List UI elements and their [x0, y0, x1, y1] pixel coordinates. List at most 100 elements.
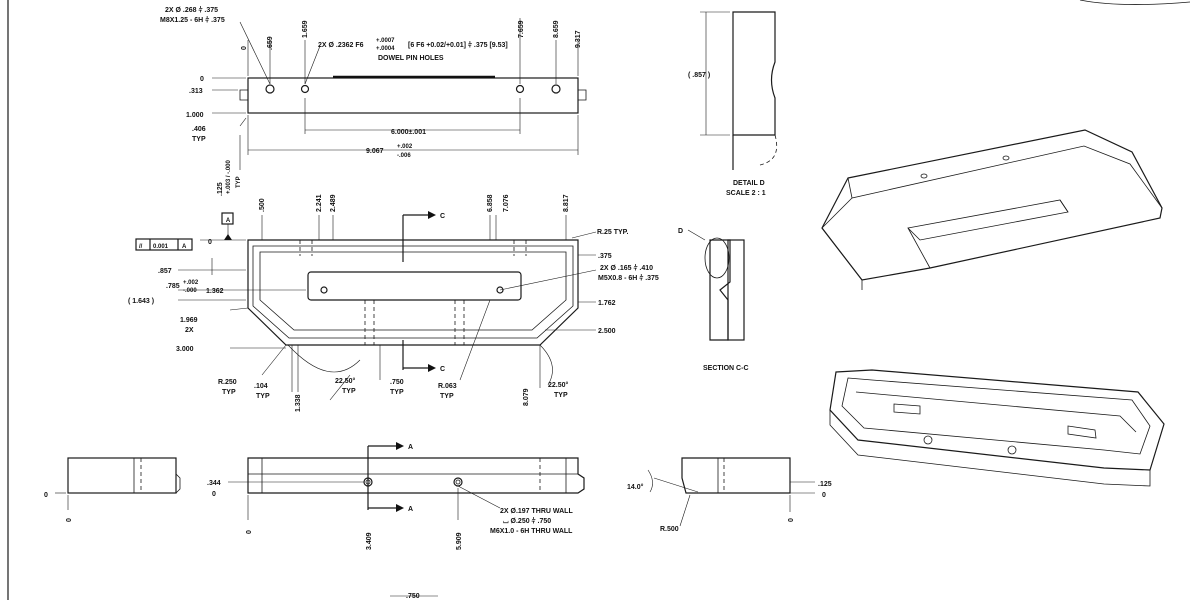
bottom-left-view — [55, 457, 181, 510]
tapped-hole-left — [265, 84, 275, 94]
top-ord-1659: 1.659 — [302, 20, 309, 38]
detail-d — [700, 11, 778, 170]
top-view — [212, 18, 587, 170]
note-dowel-1: 2X Ø .2362 F6 — [318, 42, 364, 49]
section-c-bottom: C — [440, 366, 445, 373]
dim-1969: 1.969 — [180, 317, 198, 324]
note-holes-2: M5X0.8 - 6H ⫩ .375 — [598, 274, 659, 282]
dim-r250-typ: TYP — [222, 389, 236, 396]
bl-zero-x: 0 — [66, 518, 73, 522]
dim-1762: 1.762 — [598, 300, 616, 307]
top-ord-7659: 7.659 — [518, 20, 525, 38]
dim-9067: 9.067 — [366, 148, 384, 155]
dim-785-tol-hi: +.002 — [183, 280, 199, 286]
side-angle: 14.0° — [627, 483, 644, 491]
front-ord-500: .500 — [259, 198, 266, 212]
dim-2x: 2X — [185, 327, 194, 334]
note-holes-1: 2X Ø .165 ⫩ .410 — [600, 264, 653, 272]
dim-r063: R.063 — [438, 383, 457, 390]
top-ord-y-0: 0 — [200, 76, 204, 83]
dim-2250-b-typ: TYP — [554, 392, 568, 399]
detail-d-title: DETAIL D — [733, 180, 765, 187]
thru-hole-right — [453, 477, 463, 487]
bl-zero-y: 0 — [44, 492, 48, 499]
dim-8079: 8.079 — [523, 388, 530, 406]
dim-2250-a-typ: TYP — [342, 388, 356, 395]
dim-r25-typ: R.25 TYP. — [597, 229, 628, 236]
dim-125-typ: TYP — [236, 176, 242, 188]
top-ord-9317: 9.317 — [575, 30, 582, 48]
note-thru-2: ⌴ Ø.250 ⫩ .750 — [503, 517, 551, 525]
front-view-outline — [247, 239, 579, 346]
fcf-frame — [135, 238, 193, 251]
note-dowel-label: DOWEL PIN HOLES — [378, 55, 444, 62]
top-ord-y-typ: TYP — [192, 136, 206, 143]
dim-857: .857 — [158, 268, 172, 275]
note-tapped-2: M8X1.25 - 6H ⫩ .375 — [160, 16, 225, 24]
side-zero-y: 0 — [822, 492, 826, 499]
top-ord-8659: 8.659 — [553, 20, 560, 38]
dim-3000: 3.000 — [176, 346, 194, 353]
dim-785: .785 — [166, 283, 180, 290]
side-radius: R.500 — [660, 526, 679, 533]
front-view — [135, 211, 597, 401]
top-ord-659: .659 — [267, 36, 274, 50]
detail-d-scale: SCALE 2 : 1 — [726, 190, 766, 197]
dim-3409: 3.409 — [366, 532, 373, 550]
fcf-datum: A — [182, 244, 187, 250]
dim-5909: 5.909 — [456, 532, 463, 550]
front-hole-right — [496, 286, 504, 294]
section-cc-title: SECTION C-C — [703, 365, 749, 372]
note-dowel-tol-lo: +.0004 — [376, 46, 395, 52]
isometric-view-bottom — [829, 369, 1165, 487]
section-a-top: A — [408, 444, 413, 451]
dowel-hole-right — [515, 84, 525, 94]
dim-9067-tol-lo: -.006 — [397, 153, 411, 159]
bottom-view — [228, 442, 585, 520]
dim-125-tol: +.003 / -.000 — [226, 159, 232, 194]
note-dowel-metric: [6 F6 +0.02/+0.01] ⫩ .375 [9.53] — [408, 41, 508, 49]
front-hole-left — [320, 286, 328, 294]
dim-bottom-750: .750 — [406, 593, 420, 600]
dim-104-typ: TYP — [256, 393, 270, 400]
title-block-corner — [1079, 0, 1191, 5]
front-ord-6858: 6.858 — [487, 194, 494, 212]
dim-750: .750 — [390, 379, 404, 386]
top-ord-y-1000: 1.000 — [186, 112, 204, 119]
dim-1362: 1.362 — [206, 288, 224, 295]
bv-zero-y: 0 — [212, 491, 216, 498]
dim-344: .344 — [207, 480, 221, 487]
dim-2250-b: 22.50° — [548, 381, 569, 389]
section-cc — [687, 229, 745, 341]
dim-375: .375 — [598, 253, 612, 260]
section-a-bottom: A — [408, 506, 413, 513]
isometric-view-top — [821, 129, 1163, 290]
front-ord-zero: 0 — [208, 239, 212, 246]
fcf-value: 0.001 — [153, 244, 169, 250]
dim-750-typ: TYP — [390, 389, 404, 396]
top-ord-0: 0 — [241, 46, 248, 50]
dowel-hole-left — [300, 84, 310, 94]
fcf-parallel: // — [139, 244, 143, 250]
dim-r250: R.250 — [218, 379, 237, 386]
dim-6000: 6.000±.001 — [391, 129, 426, 136]
dim-9067-tol-hi: +.002 — [397, 144, 413, 150]
dim-r063-typ: TYP — [440, 393, 454, 400]
section-c-top: C — [440, 213, 445, 220]
note-thru-3: M6X1.0 - 6H THRU WALL — [490, 528, 573, 535]
detail-d-section — [732, 11, 776, 136]
datum-a-box — [221, 212, 234, 225]
note-dowel-tol-hi: +.0007 — [376, 38, 395, 44]
note-tapped-1: 2X Ø .268 ⫩ .375 — [165, 6, 218, 14]
front-ord-8817: 8.817 — [563, 194, 570, 212]
detail-d-dim-857: ( .857 ) — [688, 72, 710, 79]
section-cc-label-d: D — [678, 228, 683, 235]
top-view-body — [247, 77, 579, 114]
dim-2250-a: 22.50° — [335, 377, 356, 385]
side-dim-125: .125 — [818, 481, 832, 488]
dim-1338: 1.338 — [295, 394, 302, 412]
detail-d-callout-circle — [704, 237, 730, 279]
dim-2500: 2.500 — [598, 328, 616, 335]
bv-zero-x: 0 — [246, 530, 253, 534]
